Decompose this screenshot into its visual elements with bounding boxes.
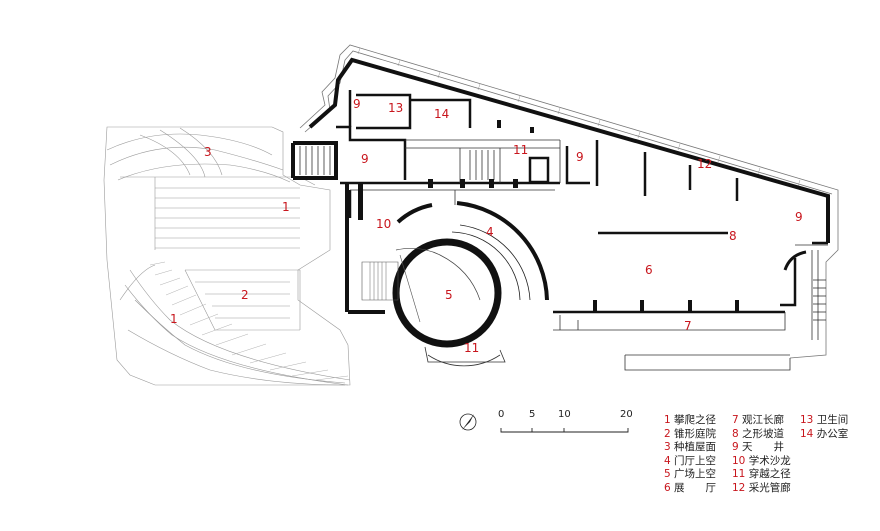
legend-item: 14 办公室 [800,427,849,440]
columns [358,120,739,312]
legend-item: 1 攀爬之径 [664,414,717,426]
north-arrow [459,413,477,431]
room-label-river-gallery: 7 [684,319,692,333]
legend-item: 10 学术沙龙 [732,454,791,467]
legend-column-3: 13 卫生间 14 办公室 [800,414,848,441]
legend-item: 8 之形坡道 [732,427,785,440]
legend-column-2: 7 观江长廊 8 之形坡道 9 天 井 10 学术沙龙 11 穿越之径 12 采… [732,414,791,495]
room-label-conical-court: 2 [241,288,249,302]
plaza-circle [361,201,549,367]
legend-item: 6 展 厅 [664,481,717,494]
legend-item: 9 天 井 [732,441,785,453]
legend-item: 12 采光管廊 [732,481,791,494]
room-label-patio-c: 9 [576,150,584,164]
legend-item: 7 观江长廊 [732,414,785,426]
inner-walls [336,90,828,314]
scale-tick-5: 5 [529,409,536,420]
room-label-zigzag-ramp: 8 [729,229,737,243]
legend-item: 2 锥形庭院 [664,427,717,440]
room-label-climbing-path-upper: 1 [282,200,290,214]
room-label-light-tube-gallery: 12 [697,157,713,171]
room-label-patio-b: 9 [361,152,369,166]
legend-item: 13 卫生间 [800,414,849,426]
room-label-passage-lower: 11 [464,341,480,355]
legend-item: 4 门厅上空 [664,454,717,467]
site-edge-hatch [357,47,801,187]
thin-interior [299,139,828,371]
room-label-exhibition-hall: 6 [645,263,653,277]
legend-column-1: 1 攀爬之径 2 锥形庭院 3 种植屋面 4 门厅上空 5 广场上空 6 展 厅 [664,414,716,495]
room-label-restroom: 13 [388,101,404,115]
scale-tick-10: 10 [558,409,571,420]
room-label-office: 14 [434,107,450,121]
room-label-passage-upper: 11 [513,143,529,157]
main-walls [291,57,830,314]
legend-item: 11 穿越之径 [732,468,791,480]
scale-tick-0: 0 [498,409,505,420]
scale-tick-20: 20 [620,409,633,420]
legend-item: 3 种植屋面 [664,441,717,453]
legend: 1 攀爬之径 2 锥形庭院 3 种植屋面 4 门厅上空 5 广场上空 6 展 厅… [664,414,874,524]
scale-bar [500,428,629,433]
room-label-patio-d: 9 [795,210,803,224]
room-label-climbing-path-lower: 1 [170,312,178,326]
room-label-lobby-void: 4 [486,225,494,239]
terrain-lines [103,126,351,386]
ramp-hatch [149,261,349,381]
room-label-planted-roof: 3 [204,145,212,159]
curved-corner-wall [783,250,807,271]
legend-item: 5 广场上空 [664,468,717,480]
room-label-patio-a: 9 [353,97,361,111]
room-label-plaza-void: 5 [445,288,453,302]
room-label-academic-salon: 10 [376,217,392,231]
